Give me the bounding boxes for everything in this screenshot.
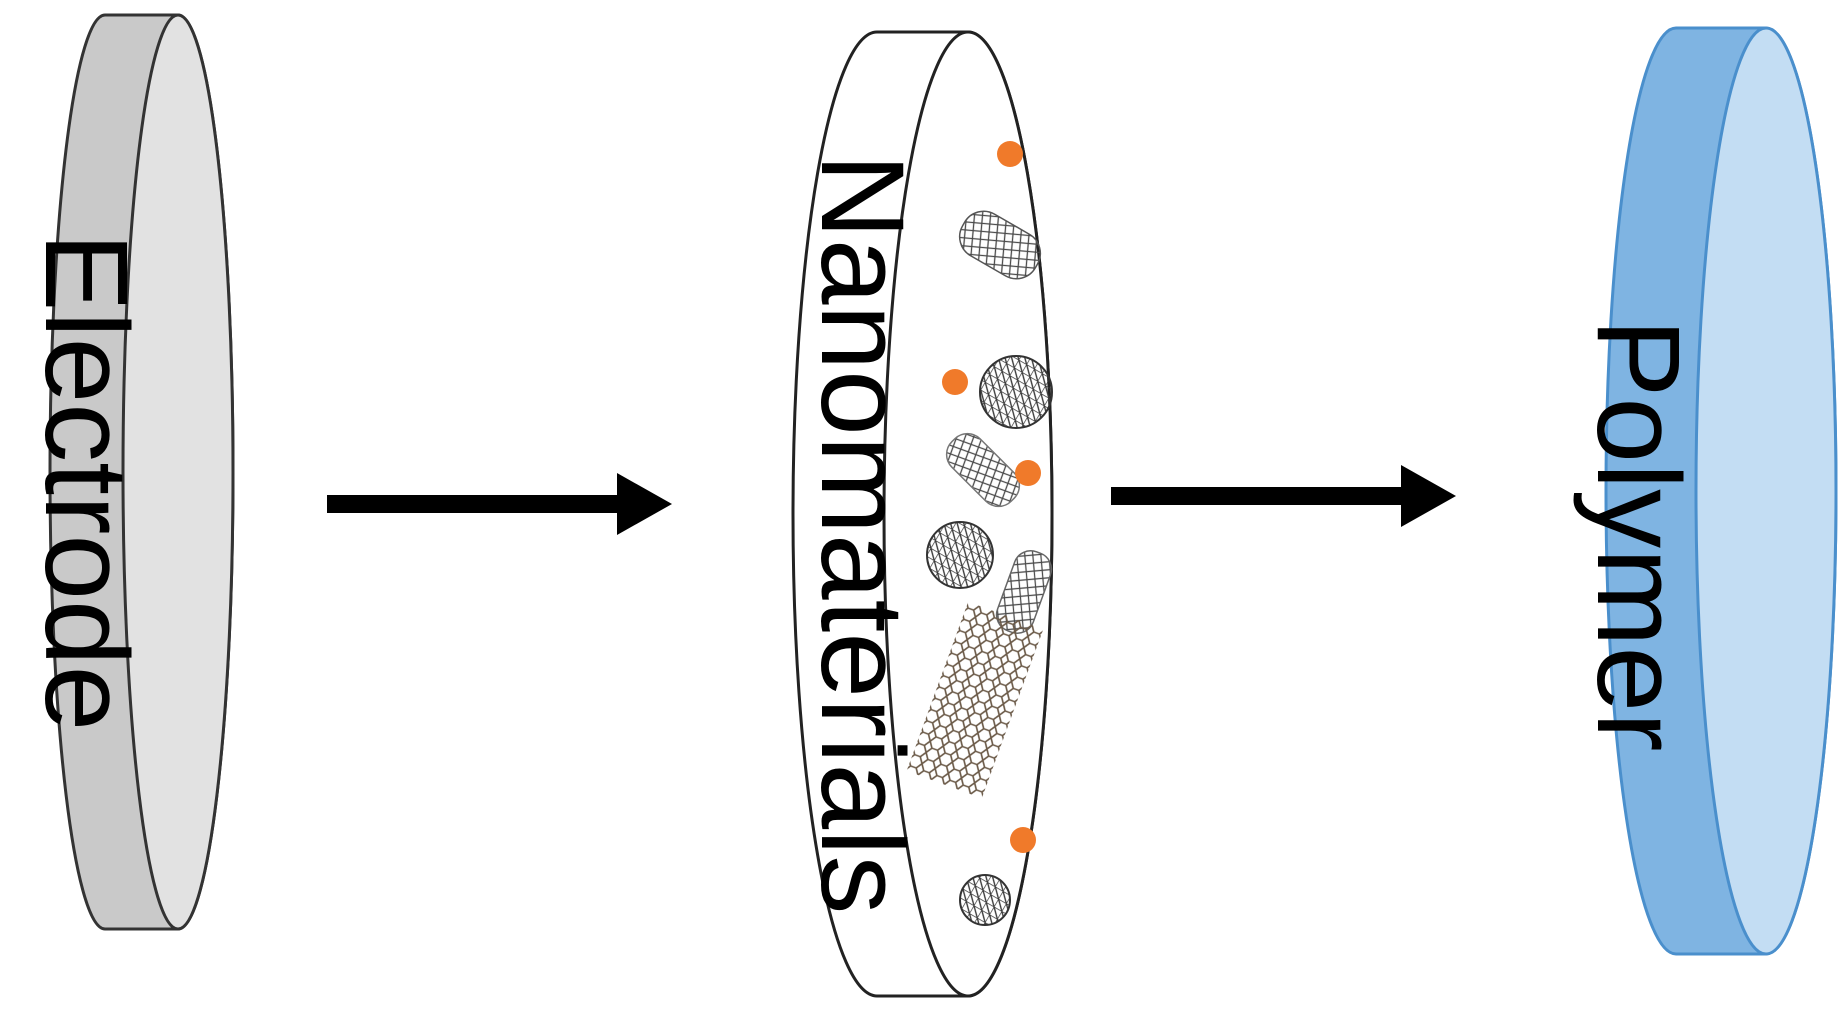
nanotube-graphic (945, 432, 1021, 508)
arrow-nanomaterials-to-polymer (1111, 465, 1456, 527)
arrow-shaft (327, 495, 627, 513)
fullerene-graphic (959, 874, 1011, 926)
arrow-electrode-to-nanomaterials (327, 473, 672, 535)
arrow-head (617, 473, 672, 535)
polymer-disc: Polymer (1572, 26, 1838, 956)
arrow-head (1401, 465, 1456, 527)
fullerene-graphic (979, 355, 1053, 429)
graphene-sheet-graphic (906, 601, 1044, 799)
nanoparticle-dot (1015, 460, 1041, 486)
nanotube-graphic (958, 210, 1042, 280)
nanoparticle-dot (942, 369, 968, 395)
electrode-label: Electrode (20, 233, 152, 732)
electrode-disc: Electrode (20, 13, 235, 931)
fullerene-graphic (926, 521, 994, 589)
polymer-label: Polymer (1572, 319, 1704, 752)
nanoparticle-dot (1010, 827, 1036, 853)
nanostructure-illustrations (906, 141, 1053, 926)
electrode-disc-face (121, 13, 235, 931)
polymer-disc-face (1694, 26, 1838, 956)
arrow-shaft (1111, 487, 1413, 505)
nanomaterials-disc: Nanomaterials (791, 30, 1054, 998)
nanoparticle-dot (997, 141, 1023, 167)
nanomaterials-label: Nanomaterials (796, 154, 928, 915)
